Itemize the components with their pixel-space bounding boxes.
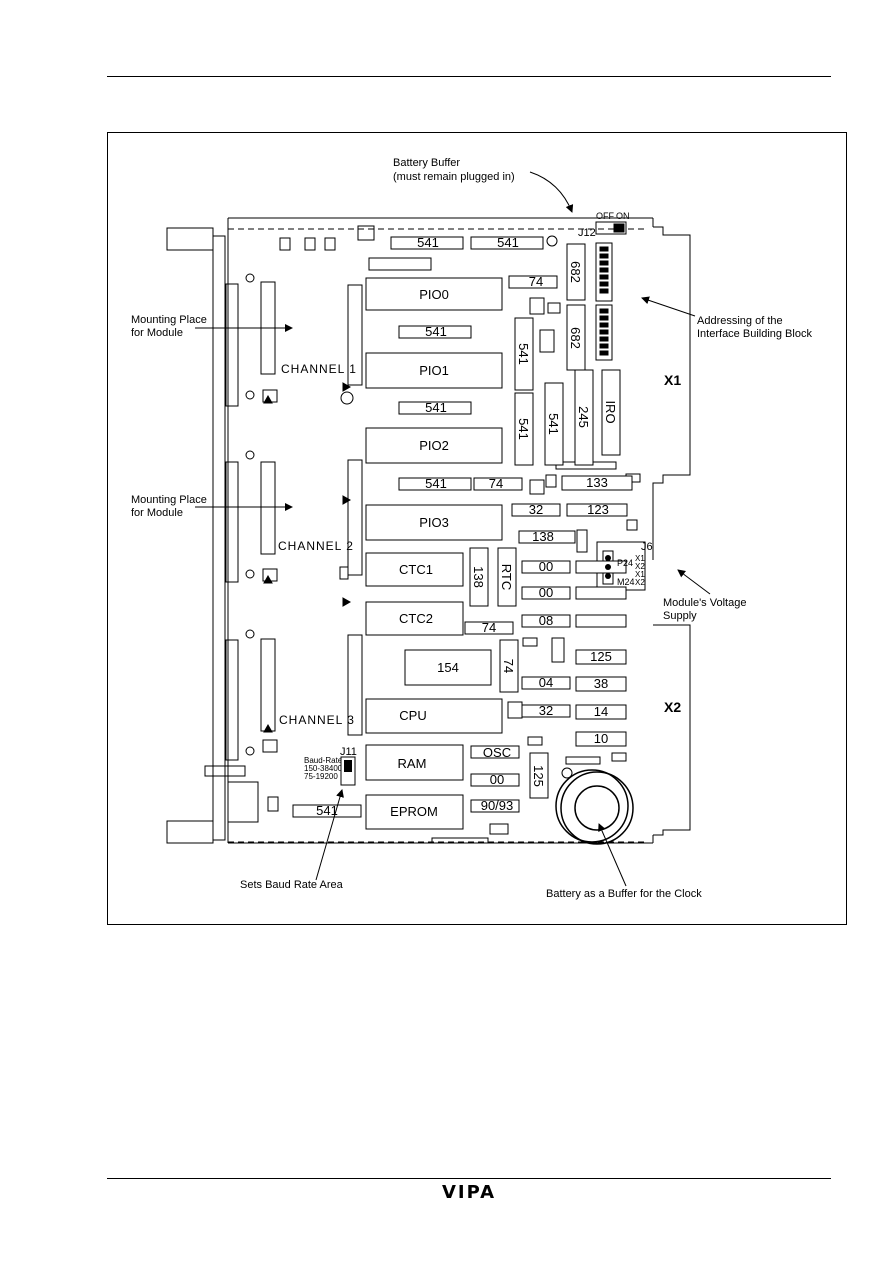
mounting-place-1-line1: Mounting Place — [131, 314, 207, 326]
j6-pin-1: X1 — [635, 554, 645, 563]
chip-74-a: 74 — [529, 274, 543, 289]
chip-rtc: RTC — [499, 564, 514, 590]
chip-10: 10 — [594, 731, 608, 746]
chip-00-b: 00 — [539, 585, 553, 600]
chip-iro: IRO — [603, 400, 618, 423]
chip-32-b: 32 — [539, 703, 553, 718]
j6-label: J6 — [641, 541, 653, 553]
chips-vertical — [469, 243, 621, 799]
baud-range-1: 150-38400 — [304, 764, 343, 773]
chip-74-d: 74 — [501, 659, 516, 673]
chip-541-a: 541 — [417, 235, 439, 250]
p24-label: P24 — [617, 558, 633, 568]
chip-00-c: 00 — [490, 772, 504, 787]
connector-x1-label: X1 — [664, 372, 681, 388]
vipa-logo: VIPA — [442, 1182, 497, 1203]
chip-pio2: PIO2 — [419, 438, 449, 453]
chip-541-f: 541 — [516, 343, 531, 365]
channel-3-label: CHANNEL 3 — [279, 713, 355, 727]
j12-on-label: ON — [616, 211, 630, 221]
chips-horizontal — [292, 236, 633, 830]
chip-245: 245 — [576, 406, 591, 428]
mounting-place-2-line2: for Module — [131, 507, 183, 519]
chip-541-g: 541 — [516, 418, 531, 440]
dip-switches — [595, 242, 613, 361]
connector-x2-label: X2 — [664, 699, 681, 715]
m24-label: M24 — [617, 577, 635, 587]
chip-08: 08 — [539, 613, 553, 628]
figure-frame — [107, 132, 847, 925]
battery — [555, 769, 634, 845]
j6-pin-3: X1 — [635, 570, 645, 579]
chip-125-a: 125 — [590, 649, 612, 664]
footer-rule — [107, 1178, 831, 1179]
chip-138-a: 138 — [532, 529, 554, 544]
chip-682-b: 682 — [568, 327, 583, 349]
addressing-label-line2: Interface Building Block — [697, 328, 812, 340]
chip-541-h: 541 — [316, 803, 338, 818]
battery-clock-label: Battery as a Buffer for the Clock — [546, 888, 702, 900]
annotation-arrows — [195, 171, 711, 887]
chip-133: 133 — [586, 475, 608, 490]
chip-541-d: 541 — [425, 400, 447, 415]
chip-pio3: PIO3 — [419, 515, 449, 530]
board-outline — [166, 217, 691, 844]
j11-label: J11 — [340, 746, 357, 758]
chip-cpu: CPU — [399, 708, 426, 723]
chip-74-c: 74 — [482, 620, 496, 635]
chip-541-e: 541 — [425, 476, 447, 491]
chip-00-a: 00 — [539, 559, 553, 574]
chip-682-a: 682 — [568, 261, 583, 283]
j12-label: J12 — [578, 227, 596, 239]
chip-ctc1: CTC1 — [399, 562, 433, 577]
chip-125-b: 125 — [531, 765, 546, 787]
mounting-place-2-line1: Mounting Place — [131, 494, 207, 506]
chip-541-i: 541 — [546, 413, 561, 435]
j6-pin-2: X2 — [635, 562, 645, 571]
voltage-supply-line2: Supply — [663, 610, 697, 622]
j12-off-label: OFF — [596, 211, 614, 221]
j6-pin-4: X2 — [635, 578, 645, 587]
chip-ctc2: CTC2 — [399, 611, 433, 626]
chip-541-b: 541 — [497, 235, 519, 250]
chip-138-b: 138 — [471, 566, 486, 588]
chip-osc: OSC — [483, 745, 511, 760]
addressing-label-line1: Addressing of the — [697, 315, 783, 327]
header-rule — [107, 76, 831, 77]
channel-1-label: CHANNEL 1 — [281, 362, 357, 376]
baud-rate-label: Baud-Rate — [304, 756, 343, 765]
voltage-supply-line1: Module's Voltage — [663, 597, 747, 609]
chip-pio1: PIO1 — [419, 363, 449, 378]
chip-ram: RAM — [398, 756, 427, 771]
mounting-place-1-line2: for Module — [131, 327, 183, 339]
chip-04: 04 — [539, 675, 553, 690]
chip-123: 123 — [587, 502, 609, 517]
baud-range-2: 75-19200 — [304, 772, 338, 781]
battery-buffer-label: Battery Buffer — [393, 157, 461, 169]
chip-32-a: 32 — [529, 502, 543, 517]
chip-14: 14 — [594, 704, 608, 719]
baud-rate-area-label: Sets Baud Rate Area — [240, 879, 343, 891]
chip-541-c: 541 — [425, 324, 447, 339]
chip-74-b: 74 — [489, 476, 503, 491]
chip-pio0: PIO0 — [419, 287, 449, 302]
chip-38: 38 — [594, 676, 608, 691]
chip-eprom: EPROM — [390, 804, 438, 819]
chip-90-93: 90/93 — [481, 798, 514, 813]
channel-2-label: CHANNEL 2 — [278, 539, 354, 553]
chip-154: 154 — [437, 660, 459, 675]
battery-buffer-note: (must remain plugged in) — [393, 171, 515, 183]
